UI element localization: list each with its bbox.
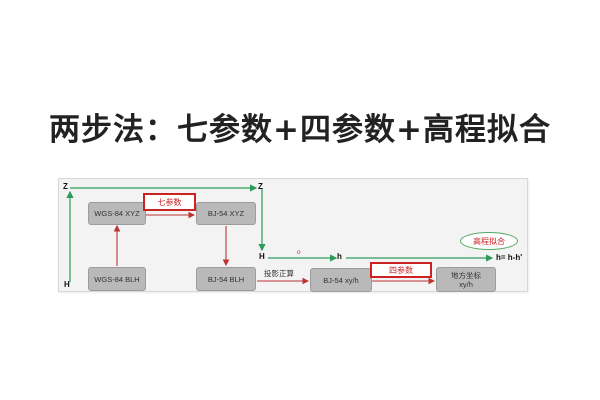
z-left-label: Z	[63, 182, 68, 191]
h-formula-label: h= h-h'	[496, 253, 523, 262]
height-fit-ellipse: 高程拟合	[460, 232, 518, 250]
page-title: 两步法：七参数+四参数+高程拟合	[49, 112, 551, 148]
node-bj54-blh: BJ-54 BLH	[196, 267, 256, 291]
marker-label: o	[297, 249, 301, 256]
h-small-label: h	[337, 252, 342, 261]
node-local-coords-line2: xy/h	[459, 279, 473, 289]
node-bj54-xyh: BJ-54 xy/h	[310, 268, 372, 292]
h-bottom-left-label: H	[64, 280, 70, 289]
h-mid-label: H	[259, 252, 265, 261]
four-param-box: 四参数	[370, 262, 432, 278]
seven-param-box: 七参数	[143, 193, 196, 211]
node-wgs84-blh: WGS-84 BLH	[88, 267, 146, 291]
node-local-coords-line1: 地方坐标	[451, 270, 481, 280]
z-right-label: Z	[258, 182, 263, 191]
node-local-coords: 地方坐标 xy/h	[436, 267, 496, 292]
node-wgs84-xyz: WGS-84 XYZ	[88, 202, 146, 225]
node-bj54-xyz: BJ-54 XYZ	[196, 202, 256, 225]
projection-label: 投影正算	[264, 269, 294, 278]
